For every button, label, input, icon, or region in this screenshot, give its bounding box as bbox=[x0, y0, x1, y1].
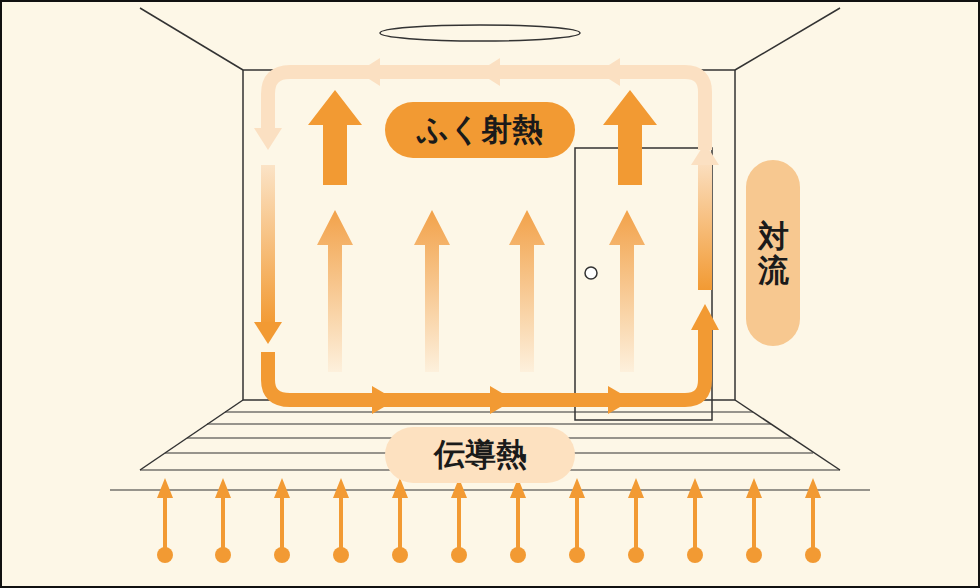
conduction-arrows bbox=[157, 478, 821, 563]
conduction-label: 伝導熱 bbox=[385, 427, 575, 483]
heat-label-text: 伝導熱 bbox=[434, 434, 527, 476]
heat-label-text: 対流 bbox=[758, 219, 789, 287]
radiant-arrows bbox=[308, 90, 657, 372]
room-lines bbox=[140, 8, 840, 470]
convection-arrows bbox=[254, 58, 719, 414]
convection-label: 対流 bbox=[746, 160, 800, 346]
radiant-label: ふく射熱 bbox=[385, 102, 575, 158]
floor-planks bbox=[110, 412, 870, 490]
heat-label-text: ふく射熱 bbox=[417, 109, 543, 151]
